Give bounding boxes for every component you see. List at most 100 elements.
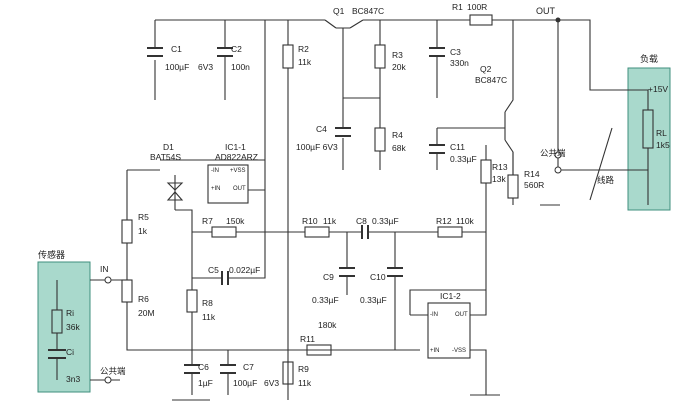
r6-ref: R6	[138, 294, 149, 304]
ic1-1-chip	[207, 164, 249, 204]
q2-transistor	[497, 20, 514, 175]
c2-capacitor	[217, 47, 233, 57]
rl-value: 1k5	[656, 140, 670, 150]
c4-capacitor	[335, 127, 351, 137]
c8-value: 0.33µF	[372, 216, 399, 226]
c7-capacitor	[220, 364, 236, 374]
load-box	[627, 67, 671, 211]
ic1-2-chip	[427, 302, 471, 359]
load-common: 公共端	[540, 148, 566, 158]
c7-ref: C7	[243, 362, 254, 372]
c10-ref: C10	[370, 272, 386, 282]
c10-capacitor	[387, 267, 403, 277]
ri-ref: Ri	[66, 308, 74, 318]
sensor-common-node	[104, 376, 112, 384]
r3-resistor	[374, 44, 386, 69]
ic1-1-value: AD822ARZ	[215, 152, 258, 162]
r1-value: 100R	[467, 2, 487, 12]
r5-r6-wire	[126, 170, 420, 351]
ic1-1-ref: IC1-1	[225, 142, 246, 152]
r2-value: 11k	[298, 57, 312, 67]
sensor-in: IN	[100, 264, 109, 274]
c4-value: 100µF 6V3	[296, 142, 338, 152]
load-title: 负载	[640, 53, 658, 64]
c1-capacitor	[147, 47, 163, 57]
sensor-wires	[90, 279, 127, 381]
ic1-1-wires	[175, 20, 266, 290]
c3-ref: C3	[450, 47, 461, 57]
r13-value: 13k	[492, 174, 506, 184]
q1-value: BC847C	[352, 6, 384, 16]
c9-c10-wire	[346, 232, 396, 350]
c3-value: 330n	[450, 58, 469, 68]
r7-ref: R7	[202, 216, 213, 226]
r12-ref: R12	[436, 216, 452, 226]
sensor-title: 传感器	[38, 249, 65, 260]
c1-voltage: 6V3	[198, 62, 213, 72]
ri-resistor	[51, 309, 63, 334]
r3-ref: R3	[392, 50, 403, 60]
r9-ref: R9	[298, 364, 309, 374]
r14-resistor	[507, 174, 519, 199]
r8-value: 11k	[202, 312, 216, 322]
c6-ref: C6	[198, 362, 209, 372]
c5-value: 0.022µF	[229, 265, 260, 275]
ic1-2-wires	[409, 289, 487, 395]
r6-value: 20M	[138, 308, 155, 318]
ic1-1-pin-vss: +VSS	[230, 168, 246, 174]
c9-value: 0.33µF	[312, 295, 339, 305]
r10-ref: R10	[302, 216, 318, 226]
r13-ref: R13	[492, 162, 508, 172]
rl-ref: RL	[656, 128, 667, 138]
d1-diode	[166, 182, 184, 201]
c11-capacitor	[429, 144, 445, 154]
c9-capacitor	[339, 267, 355, 277]
r4-resistor	[374, 127, 386, 152]
load-node-2	[554, 166, 562, 174]
sensor-box	[37, 261, 91, 393]
c2-value: 100n	[231, 62, 250, 72]
c8-ref: C8	[356, 216, 367, 226]
r5-value: 1k	[138, 226, 148, 236]
sensor-in-node	[104, 276, 112, 284]
r10-value: 11k	[323, 216, 337, 226]
ic1-2-pin-vcc: -VSS	[452, 348, 466, 354]
r-180k-label: 180k	[318, 320, 337, 330]
ci-value: 3n3	[66, 374, 80, 384]
c5-wire	[192, 232, 266, 279]
r5-ref: R5	[138, 212, 149, 222]
c3-capacitor	[429, 47, 445, 57]
sensor-common: 公共端	[100, 366, 126, 376]
r11-ref: R11	[300, 334, 315, 344]
c11-wire	[436, 127, 497, 170]
ic1-1-pin-in-plus: +IN	[211, 186, 221, 192]
q2-ref: Q2	[480, 64, 492, 74]
ri-value: 36k	[66, 322, 80, 332]
r1-resistor	[469, 14, 493, 26]
c6-value: 1µF	[198, 378, 213, 388]
c11-value: 0.33µF	[450, 154, 477, 164]
ic1-1-pin-in-minus: -IN	[211, 168, 219, 174]
out-wire	[557, 19, 575, 155]
c9-ref: C9	[323, 272, 334, 282]
r9-value: 11k	[298, 378, 312, 388]
r2-resistor	[282, 44, 294, 69]
out-label: OUT	[536, 6, 556, 16]
r3-value: 20k	[392, 62, 406, 72]
ic1-2-ref: IC1-2	[440, 291, 461, 301]
r4-value: 68k	[392, 143, 406, 153]
ci-ref: Ci	[66, 347, 74, 357]
ground-lines	[172, 394, 500, 401]
d1-value: BAT54S	[150, 152, 181, 162]
line-break-mark	[589, 127, 613, 201]
c4-ref: C4	[316, 124, 327, 134]
r5-resistor	[121, 219, 133, 244]
c7-voltage: 6V3	[264, 378, 279, 388]
c8-capacitor	[361, 225, 369, 239]
q1-ref: Q1	[333, 6, 345, 16]
r7-value: 150k	[226, 216, 245, 226]
c2-ref: C2	[231, 44, 242, 54]
c6-capacitor	[184, 364, 200, 374]
